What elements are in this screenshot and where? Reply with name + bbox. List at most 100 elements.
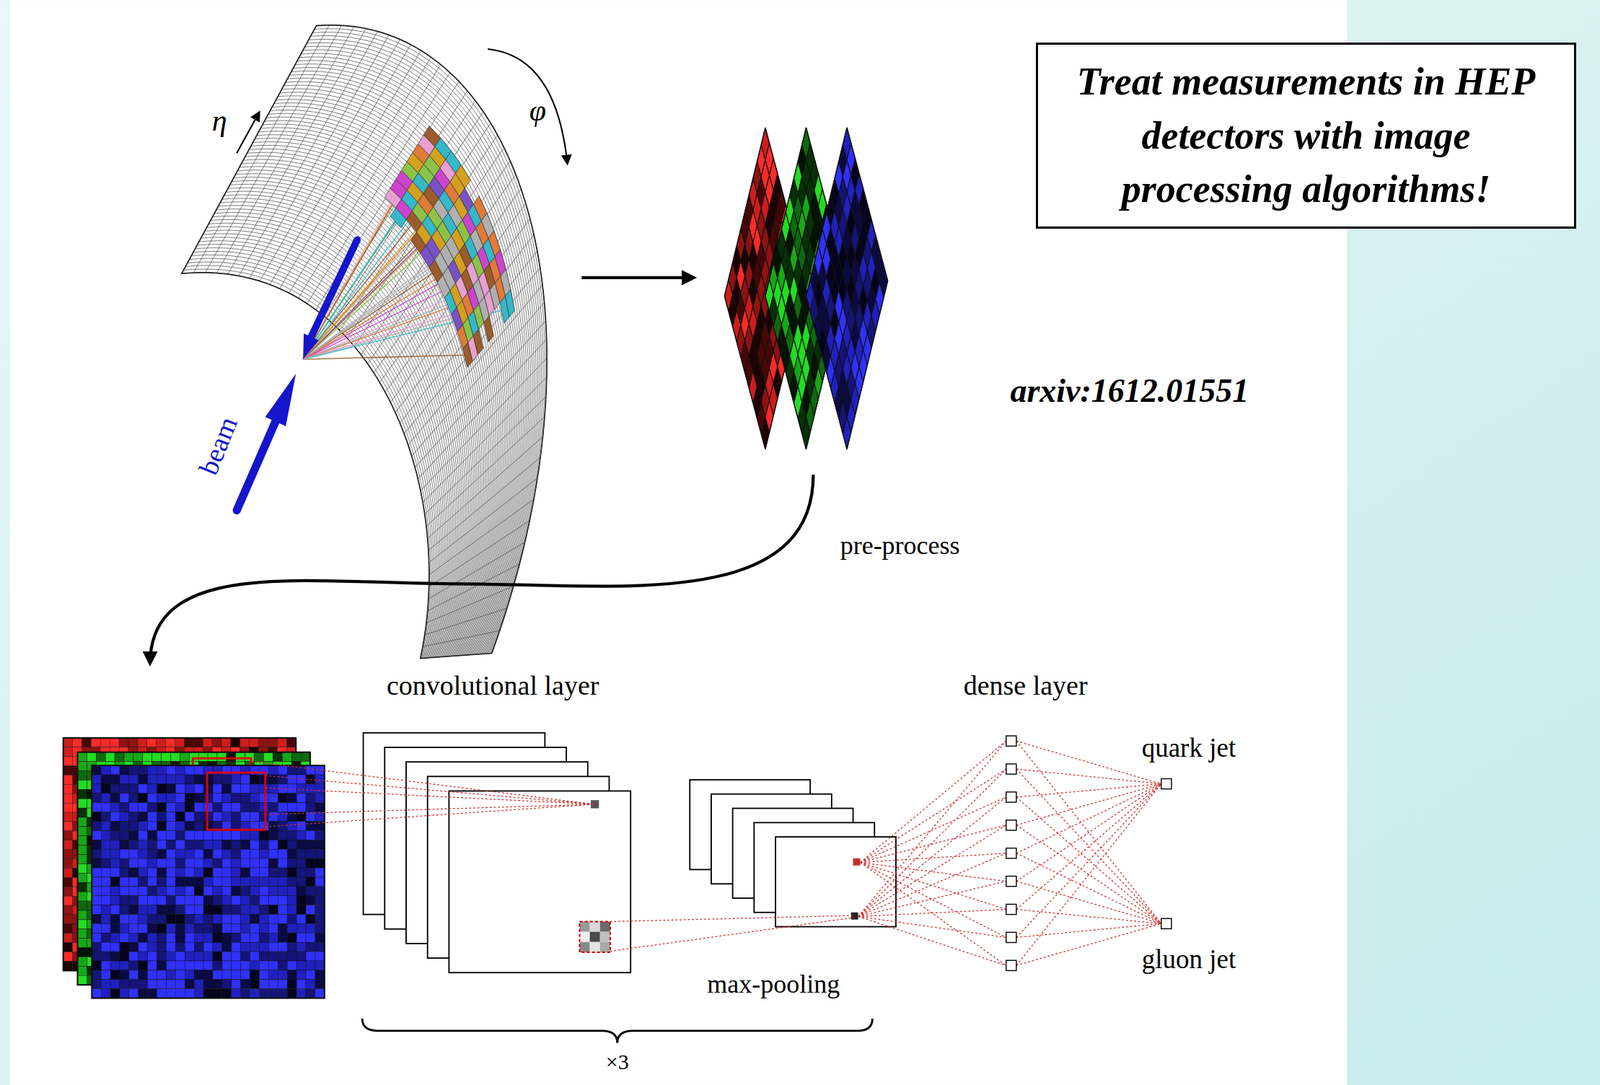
image-pixel bbox=[137, 737, 148, 748]
image-pixel bbox=[128, 737, 138, 748]
detector-grid-line bbox=[281, 88, 515, 655]
image-pixel bbox=[63, 933, 73, 943]
image-pixel bbox=[129, 867, 139, 878]
image-pixel bbox=[119, 784, 130, 794]
image-pixel bbox=[109, 952, 120, 962]
image-pixel bbox=[212, 859, 222, 869]
image-pixel bbox=[212, 849, 222, 860]
image-pixel bbox=[286, 821, 296, 832]
image-pixel bbox=[152, 752, 162, 762]
image-pixel bbox=[128, 886, 138, 896]
image-pixel bbox=[240, 886, 250, 896]
image-pixel bbox=[230, 942, 241, 953]
image-pixel bbox=[129, 793, 139, 803]
image-pixel bbox=[258, 895, 269, 906]
image-pixel bbox=[202, 849, 213, 860]
image-pixel bbox=[77, 863, 88, 873]
image-pixel bbox=[175, 877, 185, 887]
image-pixel bbox=[110, 979, 120, 989]
image-pixel bbox=[100, 802, 111, 813]
detector-grid-line bbox=[399, 251, 537, 424]
detector-grid-line bbox=[249, 34, 389, 278]
image-pixel bbox=[86, 752, 96, 762]
image-pixel bbox=[193, 933, 203, 943]
image-pixel bbox=[137, 812, 148, 822]
image-pixel bbox=[128, 774, 138, 785]
image-pixel bbox=[129, 886, 139, 896]
image-pixel bbox=[183, 877, 194, 887]
image-pixel bbox=[165, 774, 176, 785]
image-pixel bbox=[147, 942, 157, 953]
image-pixel bbox=[268, 867, 278, 878]
image-pixel bbox=[175, 737, 185, 748]
image-pixel bbox=[119, 774, 129, 785]
image-pixel bbox=[258, 766, 269, 776]
image-pixel bbox=[202, 877, 213, 887]
image-pixel bbox=[183, 942, 194, 953]
image-pixel bbox=[193, 793, 203, 803]
image-outline bbox=[765, 127, 847, 450]
detector-grid-line bbox=[292, 67, 526, 655]
image-pixel bbox=[119, 812, 130, 822]
image-pixel bbox=[175, 849, 185, 860]
image-pixel bbox=[77, 947, 88, 958]
image-pixel bbox=[63, 905, 73, 915]
image-pixel bbox=[240, 812, 250, 822]
image-pixel bbox=[72, 737, 83, 748]
image-pixel bbox=[193, 784, 203, 794]
image-pixel bbox=[100, 784, 111, 794]
image-pixel bbox=[129, 970, 139, 980]
image-pixel bbox=[245, 752, 255, 762]
image-pixel bbox=[268, 802, 278, 813]
image-pixel bbox=[157, 765, 167, 775]
image-pixel bbox=[63, 886, 73, 896]
image-pixel bbox=[147, 979, 158, 989]
image-pixel bbox=[63, 756, 73, 767]
image-pixel bbox=[147, 820, 158, 831]
detector-grid-line bbox=[302, 49, 535, 654]
image-pixel bbox=[119, 821, 129, 832]
image-pixel bbox=[119, 886, 129, 896]
image-pixel bbox=[212, 914, 222, 925]
image-pixel bbox=[90, 737, 101, 748]
beam-cone bbox=[265, 373, 297, 427]
image-pixel bbox=[183, 821, 194, 832]
image-pixel bbox=[77, 752, 88, 762]
image-pixel bbox=[258, 867, 269, 878]
image-pixel bbox=[137, 952, 148, 962]
detector-grid-line bbox=[266, 116, 501, 656]
image-pixel bbox=[63, 924, 73, 934]
detector-grid-line bbox=[411, 302, 545, 456]
image-pixel bbox=[183, 766, 194, 776]
image-pixel bbox=[258, 793, 269, 803]
detector-grid-line bbox=[223, 194, 464, 657]
image-pixel bbox=[240, 802, 250, 813]
image-pixel bbox=[240, 840, 250, 850]
detector-grid-line bbox=[181, 272, 430, 659]
image-pixel bbox=[193, 849, 203, 860]
image-pixel bbox=[119, 895, 130, 906]
image-pixel bbox=[286, 737, 296, 748]
image-pixel bbox=[230, 793, 241, 803]
detector-grid-line bbox=[427, 564, 520, 612]
detector-grid-line bbox=[428, 542, 526, 599]
image-pixel bbox=[193, 766, 203, 776]
particle-track bbox=[302, 162, 454, 360]
image-pixel bbox=[268, 933, 278, 943]
image-pixel bbox=[77, 900, 88, 911]
image-pixel bbox=[282, 752, 292, 762]
image-pixel bbox=[128, 812, 138, 822]
image-pixel bbox=[175, 886, 185, 896]
image-pixel bbox=[129, 988, 139, 999]
image-pixel bbox=[137, 867, 148, 878]
image-pixel bbox=[109, 849, 120, 860]
image-pixel bbox=[165, 859, 176, 869]
image-pixel bbox=[221, 784, 231, 794]
image-pixel bbox=[249, 840, 259, 850]
image-pixel bbox=[128, 933, 138, 943]
image-pixel bbox=[240, 933, 250, 943]
image-pixel bbox=[202, 737, 213, 748]
detector-grid-line bbox=[283, 85, 517, 655]
image-pixel bbox=[109, 895, 120, 906]
image-pixel bbox=[258, 812, 269, 822]
